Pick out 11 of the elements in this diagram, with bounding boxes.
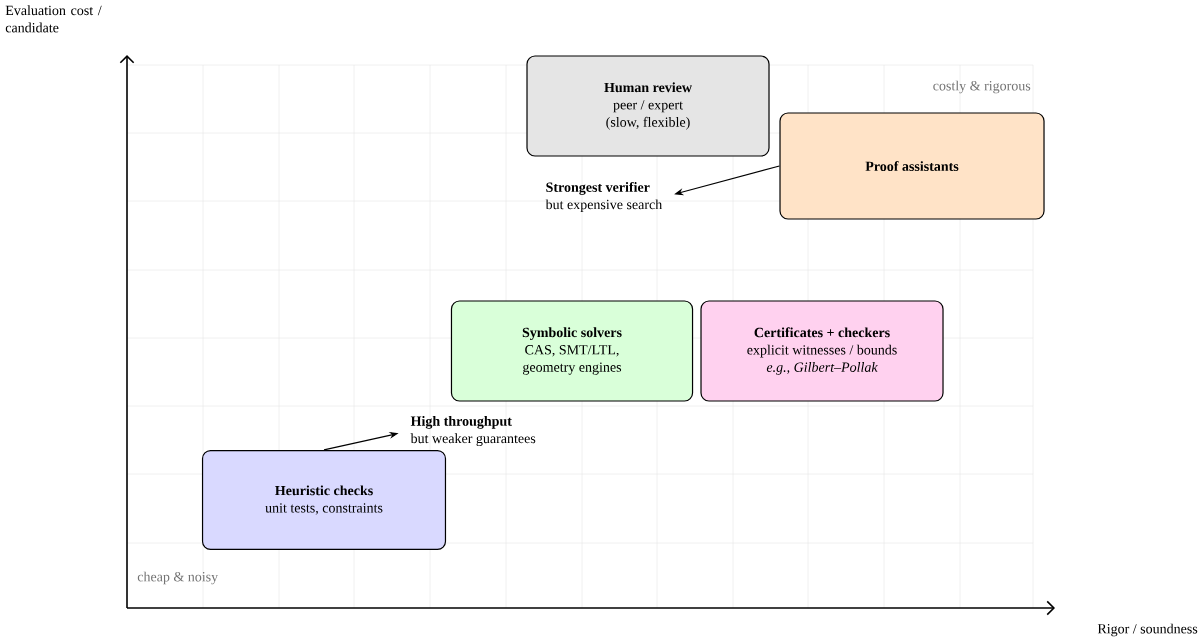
category-box: Symbolic solvers CAS, SMT/LTL, geometry engines	[450, 300, 694, 402]
category-box: Heuristic checks unit tests, constraints	[201, 449, 447, 551]
category-box: Proof assistants	[779, 112, 1045, 220]
corner-label: cheap & noisy	[137, 571, 219, 585]
category-box: Certificates + checkers explicit witnesses / bounds e.g., Gilbert–Pollak	[700, 300, 944, 402]
annotation-text: High throughput but weaker guarantees	[410, 416, 536, 447]
axis-label: Evaluation cost / candidate	[5, 5, 102, 33]
category-box: Human review peer / expert (slow, flexible)	[526, 55, 770, 157]
annotation-text: Strongest verifier but expensive search	[545, 181, 663, 213]
corner-label: costly & rigorous	[933, 80, 1031, 94]
axis-label: Rigor / soundness	[1097, 623, 1198, 637]
